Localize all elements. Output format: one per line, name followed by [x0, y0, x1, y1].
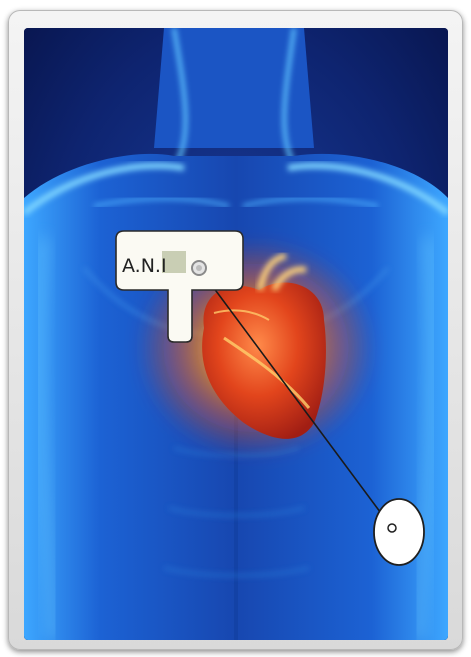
ani-label: A.N.I: [122, 255, 167, 277]
implant-icon: [374, 499, 424, 565]
lead-wire: [199, 268, 392, 528]
ani-callout: A.N.I: [116, 231, 243, 342]
